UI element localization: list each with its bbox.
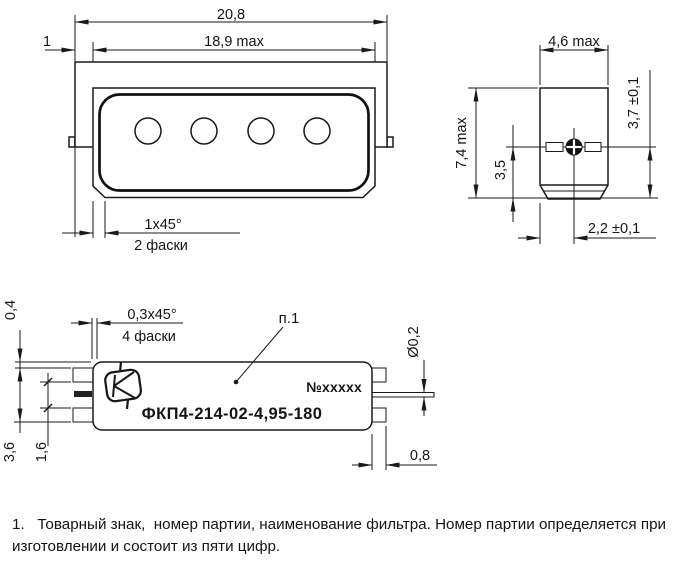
body-face-outline xyxy=(92,87,376,199)
side-view: 4,6 max 7,4 max 3,5 3,7 ±0,1 2,2 ±0,1 xyxy=(454,34,658,244)
callout-leader-dot xyxy=(233,379,239,385)
dim-lead-span-label: 3,6 xyxy=(2,442,18,462)
profile-view: №ххххх ФКП4-214-02-4,95-180 п.1 0,3x45° … xyxy=(2,300,437,470)
output-wire xyxy=(371,392,435,398)
footnote: 1. Товарный знак, номер партии, наименов… xyxy=(12,516,666,555)
lead-tab-left-top xyxy=(72,367,94,383)
dim-flange-offset-label: 1 xyxy=(43,34,51,50)
dim-pin-to-bottom-label: 3,7 ±0,1 xyxy=(626,77,642,129)
front-view: 20,8 18,9 max 1 1x45° 2 фас xyxy=(43,7,394,254)
profile-chamfer-dim xyxy=(71,318,183,359)
dim-total-width-label: 20,8 xyxy=(217,7,245,23)
lead-tab-left-bottom xyxy=(72,407,94,423)
callout-leader-line xyxy=(235,326,284,383)
dim-pin-lateral-label: 2,2 ±0,1 xyxy=(588,221,640,237)
callout-label: п.1 xyxy=(279,310,300,327)
front-view-body xyxy=(68,61,394,199)
flange-ear-right xyxy=(386,136,394,148)
contact-hole-1 xyxy=(134,117,162,145)
front-view-chamfer-dim xyxy=(62,148,240,238)
profile-chamfer-label: 0,3x45° xyxy=(127,307,176,323)
pin-tab-left xyxy=(545,142,564,152)
dim-side-height-label: 7,4 max xyxy=(454,116,470,168)
dim-lead-gap-label: 1,6 xyxy=(34,442,50,462)
lead-tab-right-top xyxy=(371,367,387,383)
dim-pin-lateral xyxy=(518,203,656,244)
dim-wire-diameter-label: Ø0,2 xyxy=(406,326,422,357)
dim-side-width-label: 4,6 max xyxy=(548,34,600,50)
pin-tab-right xyxy=(584,142,602,152)
profile-tab-length-dim xyxy=(352,426,437,470)
dim-chamfer-count-label: 2 фаски xyxy=(134,238,188,254)
dim-step-label: 0,4 xyxy=(3,300,19,320)
batch-number-label: №ххххх xyxy=(306,379,362,395)
connector-insert-outline xyxy=(98,93,370,192)
profile-chamfer-count-label: 4 фаски xyxy=(122,329,176,345)
lead-tab-right-bottom xyxy=(371,407,387,423)
side-view-pin xyxy=(545,138,602,156)
flange-ear-left xyxy=(68,136,76,148)
profile-body-outline xyxy=(92,361,373,431)
dim-pin-axis-label: 3,5 xyxy=(493,160,509,180)
contact-hole-3 xyxy=(247,117,275,145)
lead-stub-left xyxy=(74,391,92,397)
manufacturer-logo-icon xyxy=(104,361,142,410)
model-number-label: ФКП4-214-02-4,95-180 xyxy=(142,405,323,423)
dim-chamfer-label: 1x45° xyxy=(144,217,181,233)
footnote-line-2: изготовлении и состоит из пяти цифр. xyxy=(12,538,280,555)
profile-left-dims xyxy=(14,330,91,446)
profile-leads xyxy=(72,367,435,423)
contact-hole-4 xyxy=(303,117,331,145)
dim-body-width-label: 18,9 max xyxy=(204,34,264,50)
contact-hole-2 xyxy=(190,117,218,145)
dim-tab-length-label: 0,8 xyxy=(410,448,430,464)
footnote-line-1: 1. Товарный знак, номер партии, наименов… xyxy=(12,516,666,533)
